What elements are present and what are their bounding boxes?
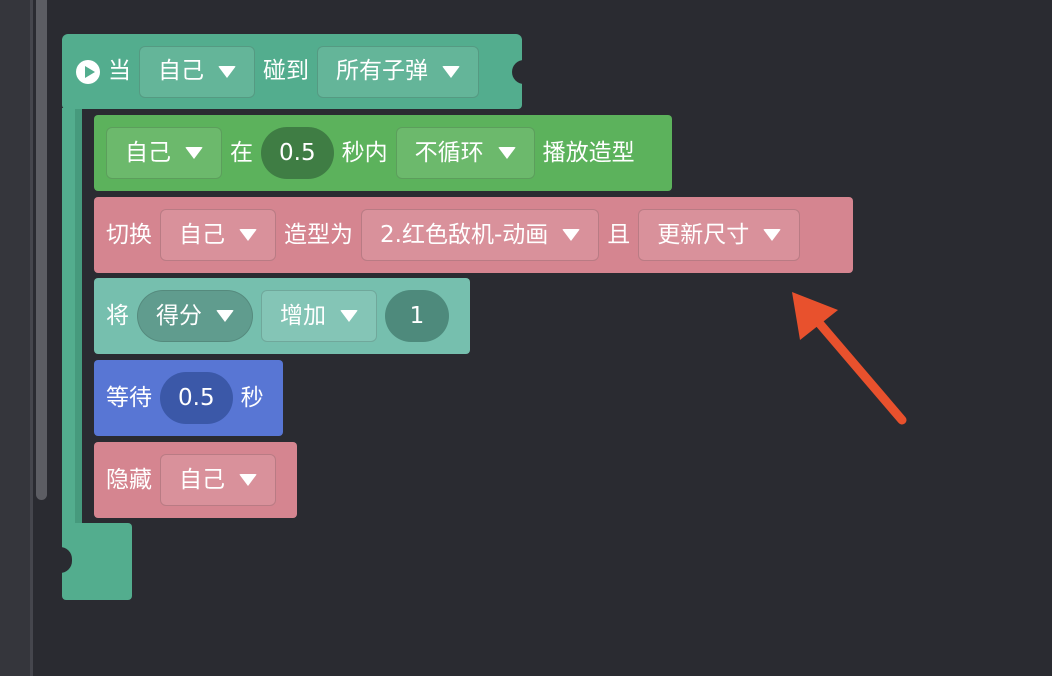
dropdown-arrow-icon	[218, 65, 236, 78]
size-dropdown[interactable]: 更新尺寸	[638, 209, 801, 261]
play-costume-label: 播放造型	[542, 139, 635, 166]
dropdown-arrow-icon	[562, 229, 581, 241]
amount-value: 1	[409, 302, 425, 329]
sprite-dropdown[interactable]: 自己	[160, 454, 276, 506]
sprite-dropdown-value: 自己	[158, 58, 204, 84]
and-label: 且	[607, 221, 631, 248]
size-dropdown-value: 更新尺寸	[657, 221, 750, 248]
sprite-dropdown-value: 自己	[179, 466, 225, 493]
amount-input[interactable]: 1	[385, 290, 449, 342]
dropdown-arrow-icon	[239, 474, 257, 486]
dropdown-arrow-icon	[763, 229, 782, 241]
play-icon	[76, 59, 100, 84]
target-dropdown-value: 所有子弹	[336, 58, 428, 84]
operation-dropdown-value: 增加	[280, 302, 326, 329]
seconds-label: 秒	[240, 384, 264, 411]
hide-block[interactable]: 隐藏 自己	[94, 442, 297, 518]
dropdown-arrow-icon	[497, 147, 516, 159]
loop-dropdown[interactable]: 不循环	[395, 127, 535, 179]
dropdown-arrow-icon	[216, 310, 234, 322]
dropdown-arrow-icon	[340, 310, 358, 322]
hat-notch	[512, 60, 524, 84]
script-c-foot[interactable]	[60, 523, 132, 600]
costume-to-label: 造型为	[284, 221, 353, 248]
hide-label: 隐藏	[106, 466, 152, 493]
script-c-arm-shade	[75, 108, 82, 523]
dropdown-arrow-icon	[239, 229, 257, 241]
change-variable-block[interactable]: 将 得分 增加 1	[94, 278, 470, 354]
when-touching-hat-block[interactable]: 当 自己 碰到 所有子弹	[62, 34, 524, 109]
duration-input[interactable]: 0.5	[261, 127, 334, 179]
sprite-dropdown-value: 自己	[125, 139, 171, 166]
wait-block[interactable]: 等待 0.5 秒	[94, 360, 283, 436]
duration-value: 0.5	[279, 139, 316, 166]
variable-dropdown[interactable]: 得分	[137, 290, 253, 342]
c-foot-notch	[60, 547, 72, 573]
seconds-within-label: 秒内	[341, 139, 388, 166]
wait-seconds-input[interactable]: 0.5	[160, 372, 233, 424]
touch-label: 碰到	[263, 58, 309, 84]
when-label: 当	[108, 58, 131, 84]
operation-dropdown[interactable]: 增加	[261, 290, 377, 342]
loop-dropdown-value: 不循环	[414, 139, 484, 166]
left-panel-edge	[0, 0, 30, 676]
sprite-dropdown[interactable]: 自己	[160, 209, 276, 261]
sprite-dropdown[interactable]: 自己	[139, 45, 255, 98]
costume-dropdown-value: 2.红色敌机-动画	[380, 221, 549, 248]
set-label: 将	[106, 302, 129, 329]
sprite-dropdown[interactable]: 自己	[106, 127, 222, 179]
wait-seconds-value: 0.5	[178, 384, 215, 411]
panel-divider	[30, 0, 33, 676]
in-label: 在	[230, 139, 253, 166]
costume-dropdown[interactable]: 2.红色敌机-动画	[361, 209, 600, 261]
switch-costume-block[interactable]: 切换 自己 造型为 2.红色敌机-动画 且 更新尺寸	[94, 197, 853, 273]
target-dropdown[interactable]: 所有子弹	[317, 45, 479, 98]
wait-label: 等待	[106, 384, 152, 411]
vertical-scrollbar[interactable]	[36, 0, 47, 500]
dropdown-arrow-icon	[442, 65, 460, 78]
sprite-dropdown-value: 自己	[179, 221, 225, 248]
switch-label: 切换	[106, 221, 152, 248]
variable-dropdown-value: 得分	[156, 302, 202, 329]
play-costume-animation-block[interactable]: 自己 在 0.5 秒内 不循环 播放造型	[94, 115, 672, 191]
dropdown-arrow-icon	[185, 147, 203, 159]
